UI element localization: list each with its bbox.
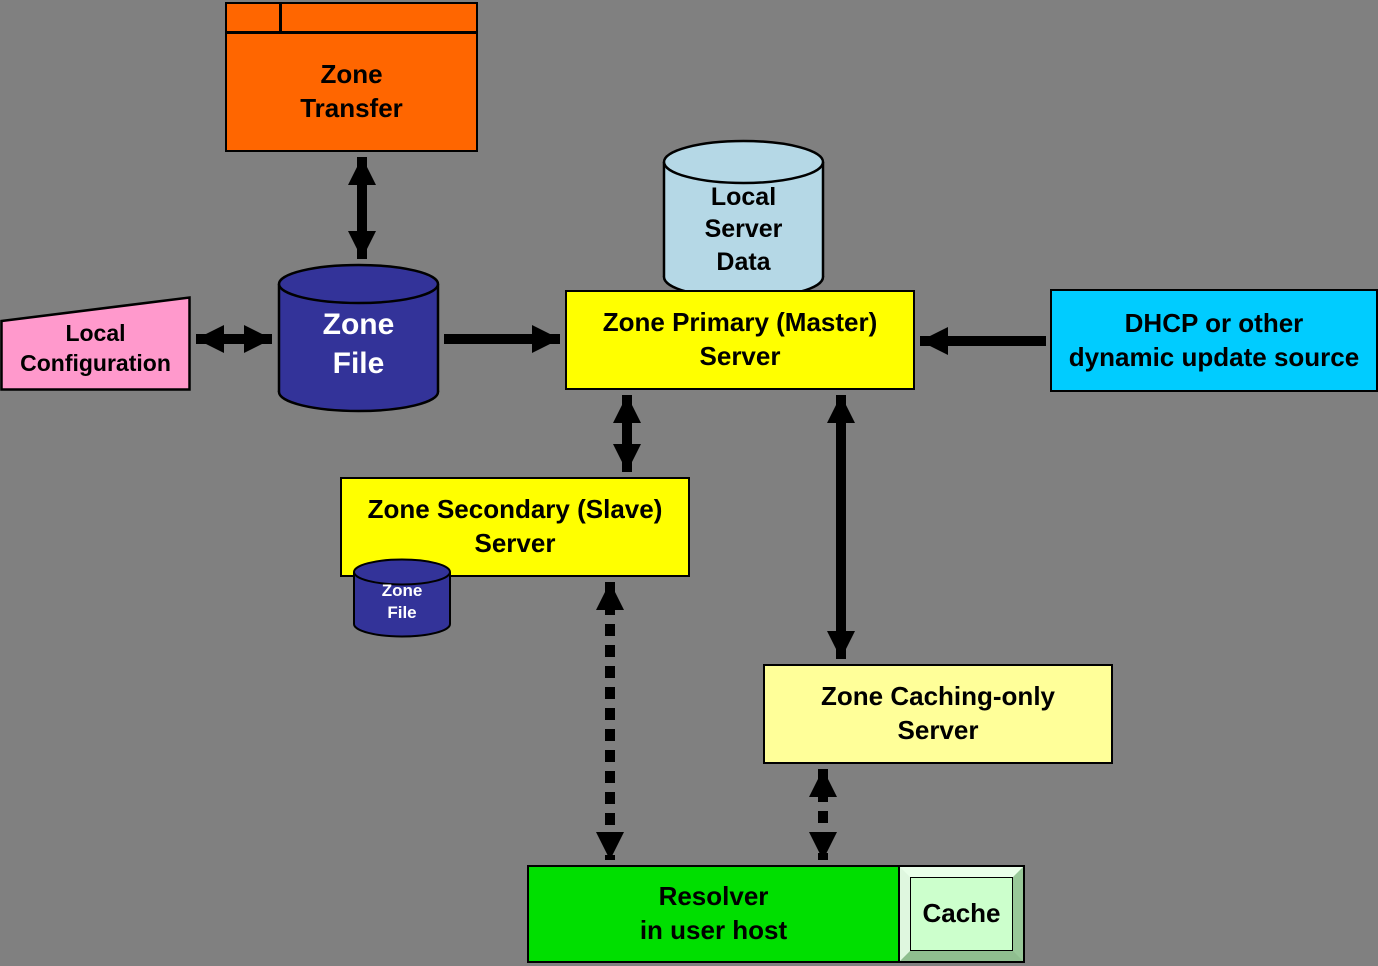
zone-transfer-box: Zone Transfer [225, 2, 478, 152]
zone-primary-server-box: Zone Primary (Master) Server [565, 290, 915, 390]
resolver-label: Resolver in user host [639, 881, 788, 945]
zone-primary-server-label: Zone Primary (Master) Server [602, 307, 878, 371]
zone-transfer-header-divider [227, 31, 476, 34]
cache-bevel-frame: Cache [900, 867, 1023, 961]
local-configuration-label: Local Configuration [20, 319, 171, 376]
manual-input-shape-icon [0, 296, 191, 391]
database-cylinder-icon [277, 263, 440, 413]
cache-label: Cache [922, 898, 1001, 929]
local-configuration-shape: Local Configuration [0, 296, 191, 391]
local-server-data-cylinder: Local Server Data [662, 138, 825, 301]
zone-caching-server-box: Zone Caching-only Server [763, 664, 1113, 764]
dhcp-source-box: DHCP or other dynamic update source [1050, 289, 1378, 392]
zone-file-secondary-cylinder: Zone File [352, 558, 452, 638]
zone-caching-server-label: Zone Caching-only Server [821, 681, 1055, 745]
zone-file-secondary-label: Zone File [381, 580, 423, 622]
dhcp-source-label: DHCP or other dynamic update source [1068, 307, 1360, 372]
cache-face: Cache [910, 877, 1013, 951]
database-cylinder-icon [662, 139, 825, 300]
database-cylinder-icon [353, 558, 451, 638]
zone-file-label: Zone File [322, 308, 395, 380]
zone-transfer-cell-divider [279, 4, 282, 33]
resolver-box: Resolver in user host [527, 865, 900, 963]
local-server-data-label: Local Server Data [704, 182, 783, 276]
zone-file-cylinder: Zone File [277, 263, 440, 413]
cache-box: Cache [898, 865, 1025, 963]
zone-secondary-server-label: Zone Secondary (Slave) Server [367, 494, 663, 558]
zone-transfer-label: Zone Transfer [300, 59, 403, 123]
